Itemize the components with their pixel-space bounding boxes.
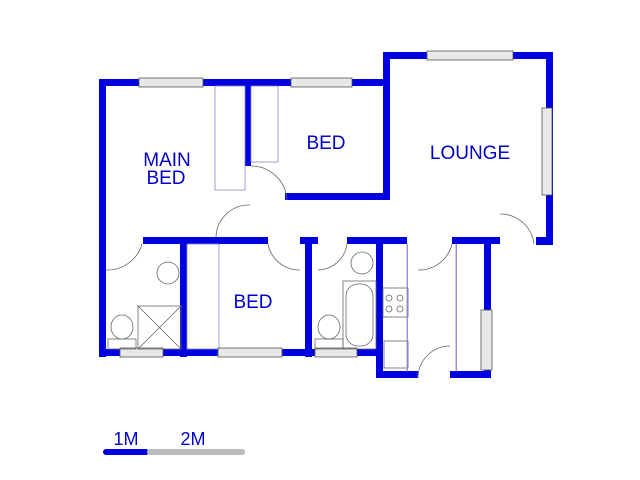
scale-bar-empty [147, 449, 245, 455]
room-label-bed-bottom: BED [233, 292, 272, 313]
scale-bar-filled [103, 449, 149, 455]
doors [105, 165, 535, 379]
scale-bar: 1M 2M [103, 429, 245, 455]
windows [119, 50, 553, 371]
scale-label-1m: 1M [113, 429, 138, 449]
room-label-main-bed-line1: MAIN [143, 150, 191, 171]
room-label-lounge: LOUNGE [430, 143, 510, 164]
room-label-main-bed-line2: BED [146, 168, 185, 189]
room-label-bed-top: BED [306, 133, 345, 154]
scale-label-2m: 2M [180, 429, 205, 449]
fixtures [107, 85, 457, 372]
